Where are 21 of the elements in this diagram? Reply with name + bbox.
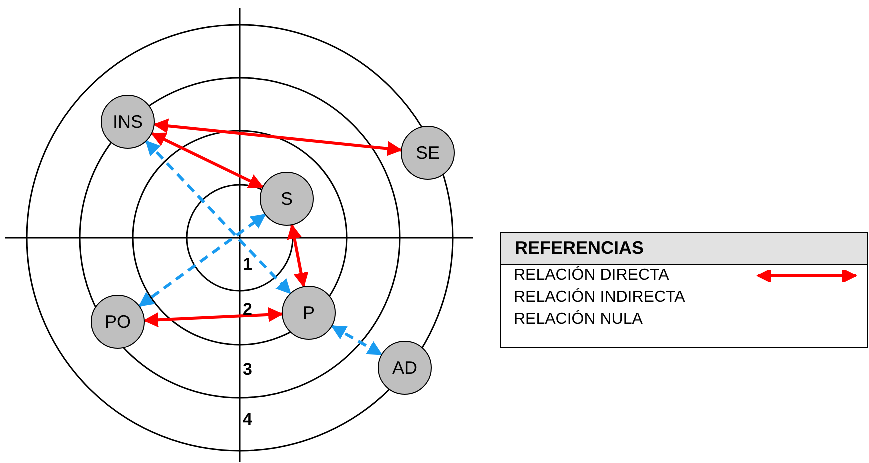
arrow	[145, 140, 292, 294]
actor-circle: S	[260, 172, 314, 226]
ring-number: 3	[243, 361, 252, 378]
ring-number: 2	[243, 301, 252, 318]
arrow	[287, 224, 309, 288]
arrow	[153, 118, 403, 156]
actor-circle: SE	[401, 126, 455, 180]
legend-title: REFERENCIAS	[501, 233, 867, 265]
legend-text: RELACIÓN INDIRECTA	[514, 289, 686, 307]
legend-text: RELACIÓN NULA	[514, 311, 644, 329]
arrow	[150, 132, 264, 189]
actor-circle: PO	[91, 295, 145, 349]
arrow	[143, 307, 284, 328]
arrow	[138, 214, 266, 308]
arrow	[331, 325, 383, 356]
actor-circle: AD	[378, 341, 432, 395]
actor-circle: INS	[101, 95, 155, 149]
legend-text: RELACIÓN DIRECTA	[514, 267, 670, 285]
ring-number: 1	[243, 256, 252, 273]
actor-circle: P	[282, 286, 336, 340]
ring-number: 4	[243, 411, 252, 428]
